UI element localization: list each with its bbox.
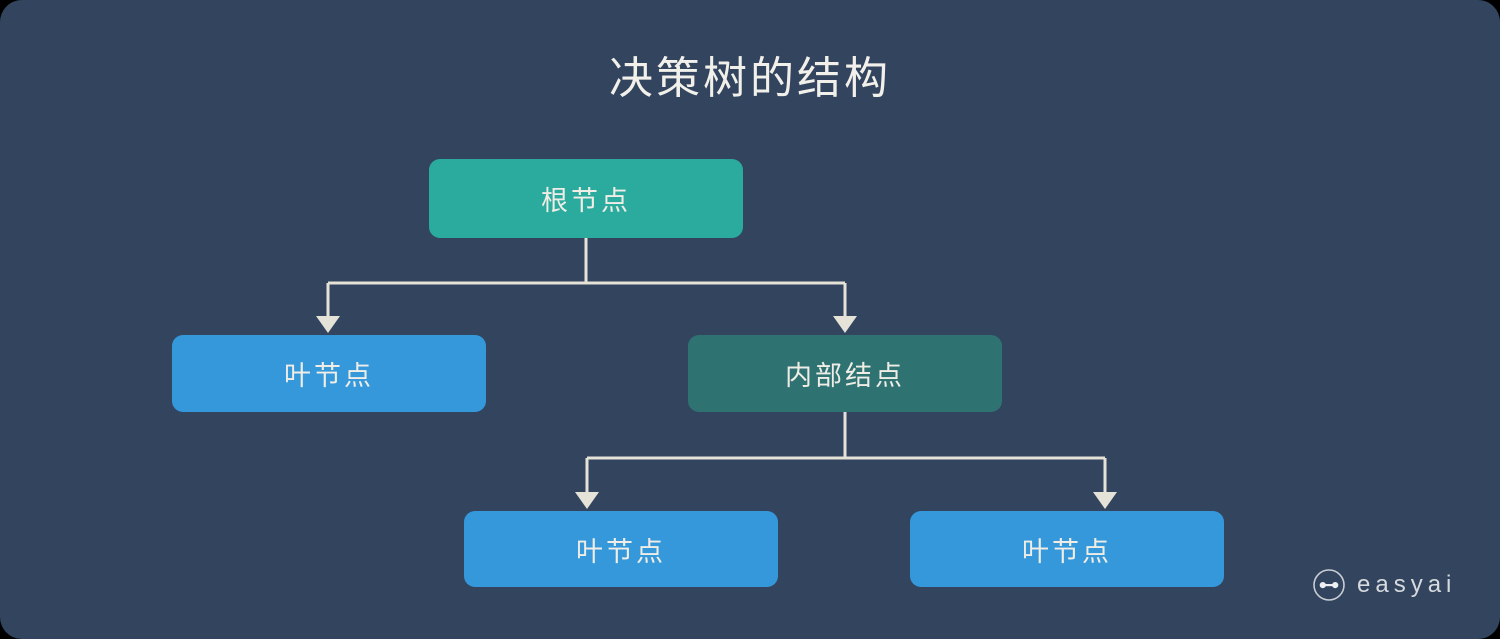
tree-node-leaf-1-label: 叶节点 [284,361,374,391]
easyai-wordmark: easyai [1357,571,1457,598]
tree-node-root-label: 根节点 [541,186,631,216]
tree-node-leaf-3-label: 叶节点 [1022,536,1112,567]
tree-node-leaf-2-label: 叶节点 [576,536,666,567]
page-title: 决策树的结构 [609,54,891,103]
tree-node-leaf-3[interactable]: 叶节点 [910,511,1224,587]
tree-node-internal[interactable]: 内部结点 [688,335,1002,412]
easyai-logo: easyai [1312,568,1456,602]
tree-node-internal-label: 内部结点 [785,361,905,391]
tree-node-root[interactable]: 根节点 [429,159,743,238]
easyai-circle-dumbbell-icon [1313,569,1345,601]
tree-node-leaf-1[interactable]: 叶节点 [172,335,486,412]
tree-node-leaf-2[interactable]: 叶节点 [464,511,778,587]
